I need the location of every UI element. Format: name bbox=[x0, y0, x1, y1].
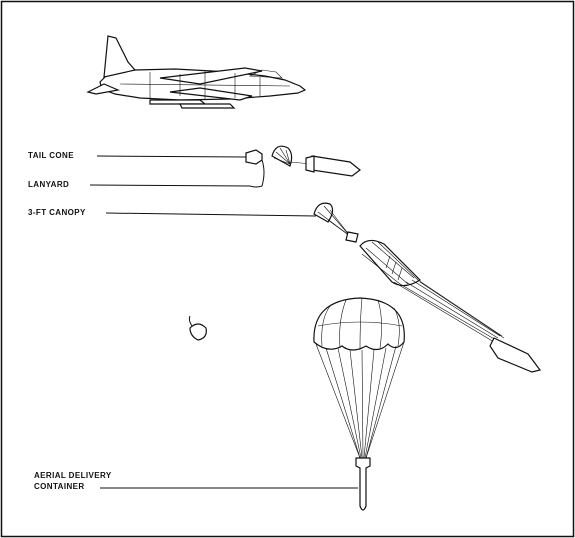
label-text: LANYARD bbox=[28, 180, 69, 189]
store-stage-2 bbox=[489, 337, 542, 373]
tail-cone bbox=[245, 149, 263, 165]
main-canopy-inflated bbox=[313, 297, 405, 351]
drogue-canopy bbox=[313, 202, 334, 223]
stage-full-canopy bbox=[313, 297, 405, 511]
label-text: AERIAL DELIVERY bbox=[34, 471, 112, 480]
label-text: TAIL CONE bbox=[28, 151, 74, 160]
aerial-delivery-container bbox=[355, 457, 371, 511]
main-canopy-streaming bbox=[359, 239, 421, 287]
label-lanyard: LANYARD bbox=[28, 180, 251, 189]
store-stage-1 bbox=[311, 155, 361, 177]
label-text: 3-FT CANOPY bbox=[28, 208, 86, 217]
label-tail-cone: TAIL CONE bbox=[28, 151, 247, 160]
stage-tail-cone-release bbox=[245, 145, 361, 188]
label-3ft-canopy: 3-FT CANOPY bbox=[28, 208, 317, 217]
label-text: CONTAINER bbox=[34, 482, 85, 491]
aircraft bbox=[86, 35, 307, 109]
stage-canopy-deploy bbox=[313, 202, 542, 373]
discarded-tail-cone bbox=[188, 315, 207, 341]
label-aerial-delivery-container: AERIAL DELIVERY CONTAINER bbox=[34, 471, 358, 491]
